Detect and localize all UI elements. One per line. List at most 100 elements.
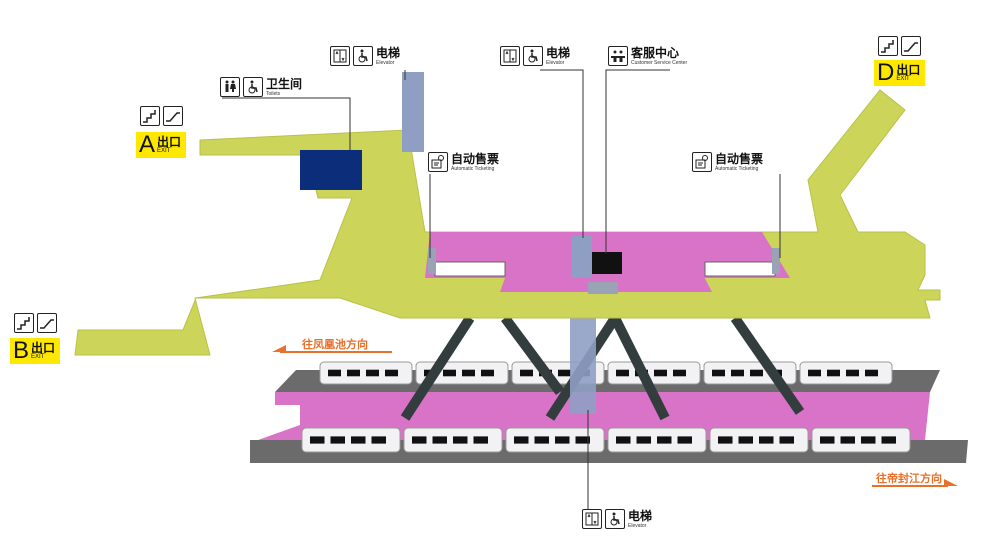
direction-right-arrow <box>872 485 948 487</box>
train-window <box>846 369 859 377</box>
elevator-label-cn: 电梯 <box>376 45 401 60</box>
gate-left <box>434 261 506 277</box>
train-window <box>865 369 878 377</box>
stairs-icon <box>140 106 160 126</box>
train-window <box>443 369 456 377</box>
leader-lines <box>222 69 781 512</box>
stairs-icon <box>14 313 34 333</box>
platform-level <box>250 361 968 463</box>
train-window <box>558 369 571 377</box>
train-window <box>473 436 488 444</box>
train-window <box>750 369 763 377</box>
train-window <box>731 369 744 377</box>
gate-right <box>704 261 776 277</box>
ticket-machine-icon <box>428 152 448 172</box>
train-window <box>462 369 475 377</box>
train-window <box>481 369 494 377</box>
elevator-icon <box>582 509 602 529</box>
train-window <box>827 369 840 377</box>
train-window <box>371 436 386 444</box>
wheelchair-icon <box>605 509 625 529</box>
train-window <box>718 436 733 444</box>
train-window <box>820 436 835 444</box>
train-window <box>351 436 366 444</box>
train-window <box>432 436 447 444</box>
stairs-icon <box>878 36 898 56</box>
ticket-machine-left <box>428 248 436 274</box>
elevator-icon <box>330 46 350 66</box>
ticketing-label-cn: 自动售票 <box>715 151 764 166</box>
elevator-label-en: Elevator <box>376 59 395 66</box>
train-window <box>328 369 341 377</box>
escalator-icon <box>901 36 921 56</box>
elevator-label-cn: 电梯 <box>628 508 653 523</box>
toilet-icon <box>220 77 240 97</box>
train-window <box>779 436 794 444</box>
direction-right-label: 往帝封江方向 <box>876 472 942 485</box>
train-window <box>712 369 725 377</box>
service-counter <box>588 282 618 294</box>
train-window <box>347 369 360 377</box>
ticketing-label-en: Automatic Ticketing <box>451 165 495 172</box>
elevator-icon <box>500 46 520 66</box>
train-window <box>654 369 667 377</box>
wheelchair-icon <box>353 46 373 66</box>
ticket-machine-right <box>772 248 780 274</box>
train-window <box>555 436 570 444</box>
exit-b-en: EXIT <box>31 354 45 360</box>
train-window <box>385 369 398 377</box>
train-window <box>677 436 692 444</box>
escalator-icon <box>163 106 183 126</box>
train-window <box>453 436 468 444</box>
wheelchair-icon <box>243 77 263 97</box>
wheelchair-icon <box>523 46 543 66</box>
customer-service-label-en: Customer Service Center <box>631 59 688 66</box>
train-window <box>520 369 533 377</box>
elevator-shaft-platform <box>570 318 596 414</box>
train-window <box>330 436 345 444</box>
train-window <box>673 369 686 377</box>
elevator-label-cn: 电梯 <box>546 45 571 60</box>
direction-left-arrow <box>280 351 392 353</box>
toilet-block <box>300 150 362 190</box>
train-window <box>412 436 427 444</box>
train-window <box>738 436 753 444</box>
elevator-shaft-top <box>402 72 424 152</box>
exit-a-icons <box>140 106 183 126</box>
elevator-label-en: Elevator <box>546 59 565 66</box>
train-window <box>366 369 379 377</box>
elevator-concourse <box>572 236 592 278</box>
arrow-right-icon <box>944 479 958 486</box>
train-window <box>759 436 774 444</box>
elevator-label-en: Elevator <box>628 522 647 529</box>
escalator-icon <box>37 313 57 333</box>
train-window <box>840 436 855 444</box>
train-window <box>514 436 529 444</box>
concourse-slab <box>74 89 941 356</box>
exit-b-icons <box>14 313 57 333</box>
train-window <box>310 436 325 444</box>
ticket-machine-icon <box>692 152 712 172</box>
customer-service-booth <box>592 252 622 274</box>
exit-a-letter: A <box>139 131 156 158</box>
train-window <box>808 369 821 377</box>
exit-b-letter: B <box>13 337 30 364</box>
arrow-left-icon <box>272 345 286 352</box>
train-window <box>881 436 896 444</box>
exit-b-cn: 出口 <box>31 341 56 355</box>
exit-d-icons <box>878 36 921 56</box>
direction-left-label: 往凤凰池方向 <box>302 338 368 351</box>
exit-d-en: EXIT <box>896 76 910 82</box>
exit-d-letter: D <box>877 59 895 86</box>
